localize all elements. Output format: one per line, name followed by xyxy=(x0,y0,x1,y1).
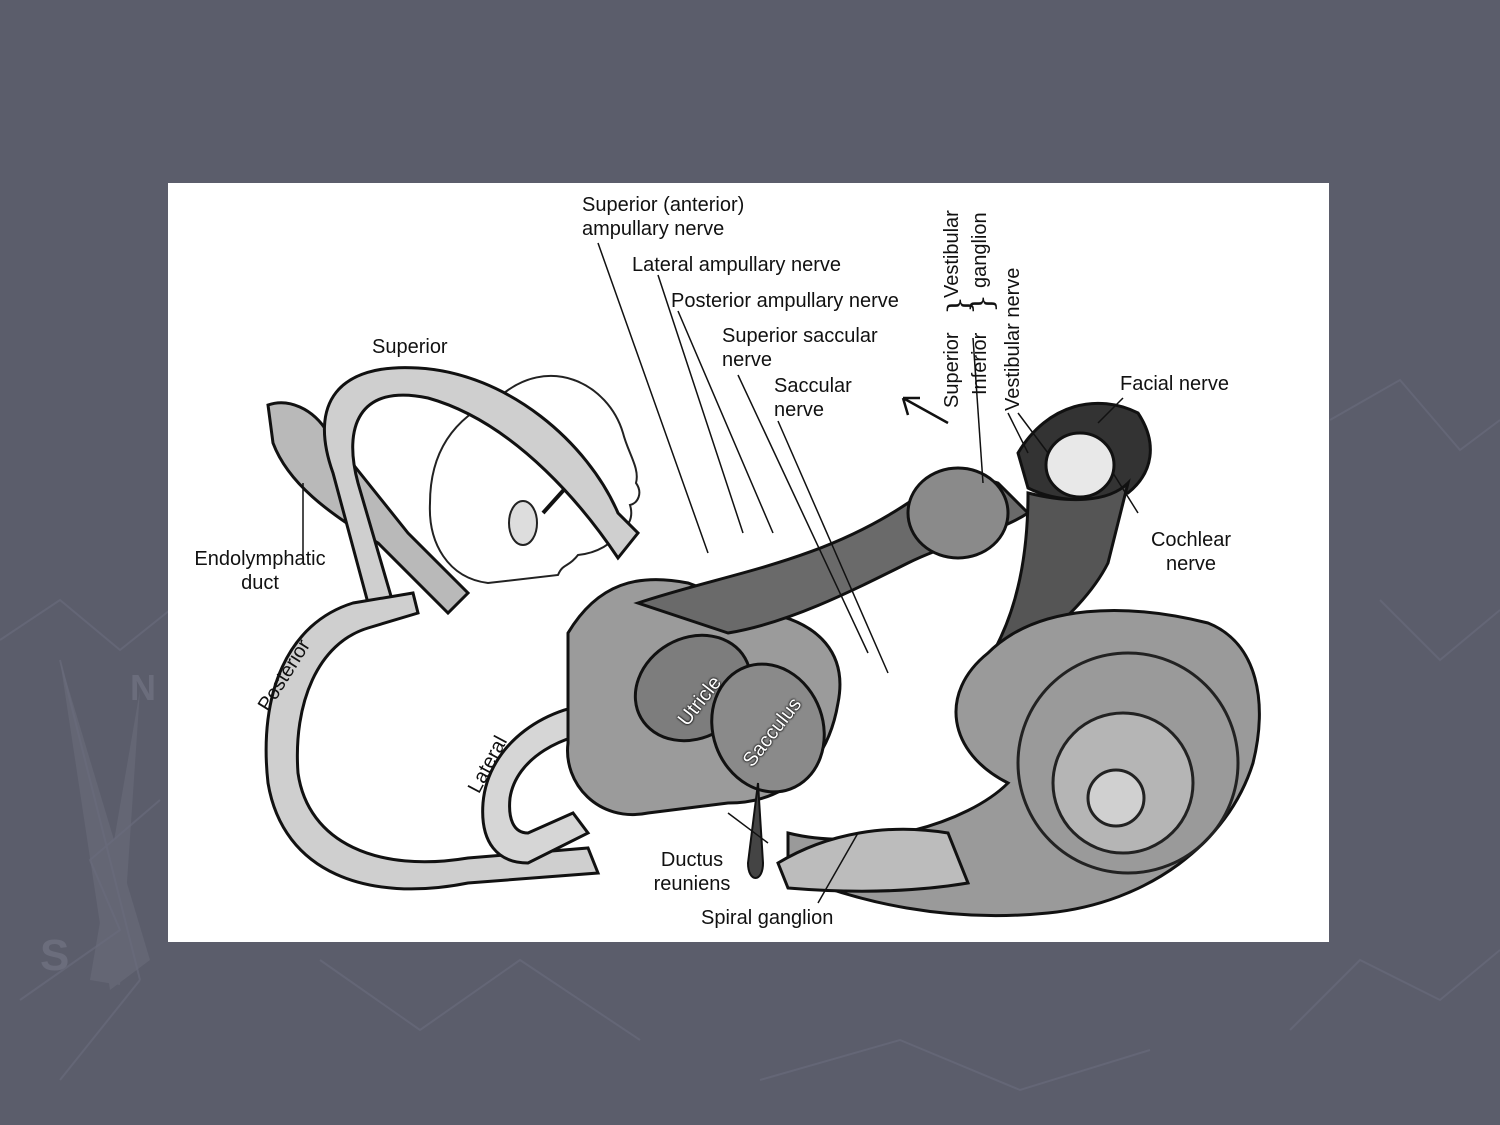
label-vg-ganglion: ganglion xyxy=(969,212,991,288)
label-line: nerve xyxy=(722,349,773,371)
label-line: reuniens xyxy=(653,873,731,895)
label-line: Saccular xyxy=(774,375,852,397)
label-posterior-ampullary-nerve: Posterior ampullary nerve xyxy=(671,290,899,312)
label-line: Endolymphatic xyxy=(194,548,326,570)
label-vg-inferior: Inferior xyxy=(969,332,991,395)
svg-text:S: S xyxy=(40,931,69,980)
label-line: Ductus xyxy=(660,849,724,871)
cochlea-turn-1 xyxy=(1016,651,1240,875)
label-line: nerve xyxy=(1165,553,1217,575)
label-line: Superior saccular xyxy=(722,325,878,347)
posterior-canal xyxy=(264,591,601,891)
label-lateral-ampullary-nerve: Lateral ampullary nerve xyxy=(632,254,841,276)
inner-ear-drawing xyxy=(264,242,1261,918)
label-line: nerve xyxy=(774,399,825,421)
label-vestibular-nerve: Vestibular nerve xyxy=(1002,267,1024,411)
vestibular-ganglion xyxy=(906,466,1010,560)
spiral-ganglion-shape xyxy=(776,827,971,893)
label-vg-superior: Superior xyxy=(941,332,963,408)
superior-canal xyxy=(323,366,641,605)
label-line: Superior (anterior) xyxy=(582,194,745,216)
ductus-reuniens xyxy=(746,782,765,879)
label-vg-vestibular: Vestibular xyxy=(941,210,963,298)
label-saccular-nerve: Saccular nerve xyxy=(774,374,852,422)
label-endolymphatic-duct: Endolymphatic duct xyxy=(185,547,335,595)
endolymphatic-sac xyxy=(266,401,471,616)
label-cochlear-nerve: Cochlear nerve xyxy=(1136,528,1246,576)
leader-lines xyxy=(302,242,1139,904)
cochlea-apex xyxy=(1086,768,1146,828)
brace-icon: } xyxy=(965,293,1000,313)
ear-icon xyxy=(508,500,538,546)
label-superior-anterior-ampullary-nerve: Superior (anterior) ampullary nerve xyxy=(582,193,744,241)
lateral-canal xyxy=(481,701,610,865)
label-line: Cochlear xyxy=(1150,529,1232,551)
inner-ear-figure: Superior (anterior) ampullary nerve Late… xyxy=(168,183,1329,942)
label-line: duct xyxy=(241,572,279,594)
arrow-icon xyxy=(901,396,949,425)
label-ductus-reuniens: Ductus reuniens xyxy=(642,848,742,896)
label-facial-nerve: Facial nerve xyxy=(1120,373,1229,395)
label-spiral-ganglion: Spiral ganglion xyxy=(701,907,834,929)
label-superior-saccular-nerve: Superior saccular nerve xyxy=(722,324,878,372)
svg-text:N: N xyxy=(130,667,156,708)
sacculus xyxy=(710,662,826,794)
label-superior-canal: Superior xyxy=(372,336,448,358)
facial-nerve-cross-section xyxy=(1044,431,1116,499)
label-line: ampullary nerve xyxy=(582,218,725,240)
